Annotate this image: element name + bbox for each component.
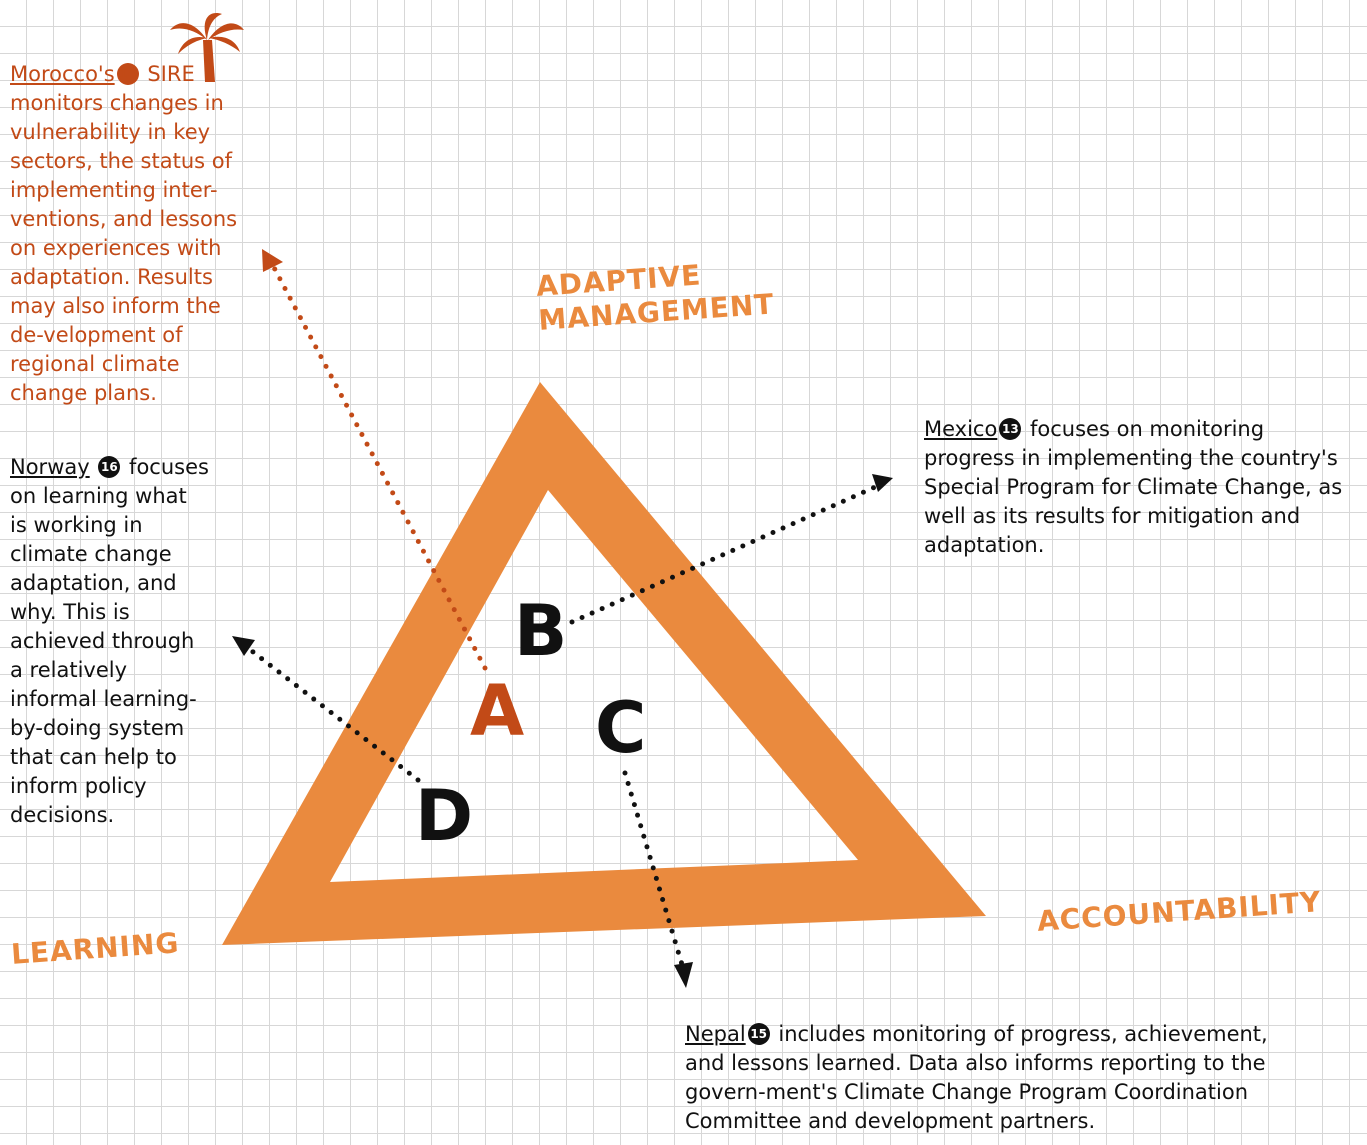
arrow-d-to-norway [245,645,421,783]
label-c: C [595,687,646,769]
norway-text: Norway 16 focuses on learning what is wo… [10,453,210,830]
footnote-badge-13: 13 [999,418,1022,440]
arrowhead-b [872,474,893,492]
nepal-body: includes monitoring of progress, achieve… [685,1022,1268,1133]
morocco-link[interactable]: Morocco's [10,62,115,86]
mexico-link[interactable]: Mexico [924,417,998,441]
arrowhead-d [232,636,255,656]
arrow-c-to-nepal [622,770,686,971]
mexico-body: focuses on monitoring progress in implem… [924,417,1343,557]
label-a: A [470,670,524,752]
morocco-lead: SIRE [147,62,195,86]
norway-link[interactable]: Norway [10,455,90,479]
arrowhead-c [674,962,693,988]
footnote-badge-15: 15 [747,1023,770,1045]
norway-body: focuses on learning what is working in c… [10,455,209,827]
morocco-body: monitors changes in vulnerability in key… [10,91,238,405]
label-b: B [514,590,567,672]
arrowhead-a [262,249,283,272]
label-d: D [415,775,473,857]
footnote-badge-16: 16 [98,456,121,478]
palm-tree-icon [170,13,244,82]
footnote-badge-14: 14 [116,63,139,85]
nepal-link[interactable]: Nepal [685,1022,746,1046]
arrow-b-to-mexico [569,481,885,625]
triangle-frame [222,382,986,945]
arrow-a-to-morocco [267,257,488,671]
